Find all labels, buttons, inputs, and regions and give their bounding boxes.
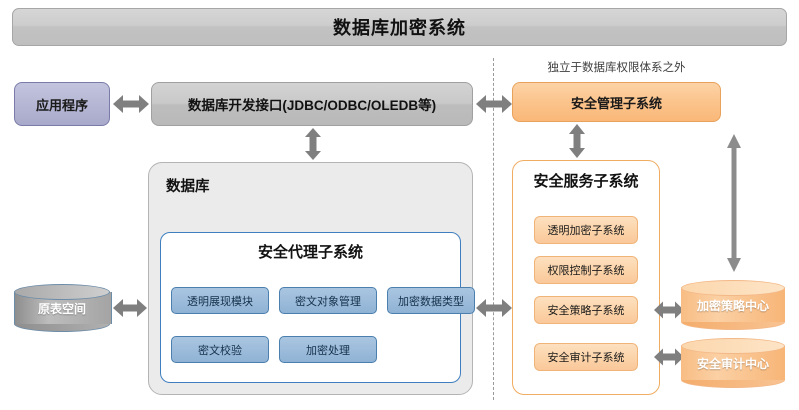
arrow-mgmt-to-centers: [724, 134, 744, 272]
database-label: 数据库: [166, 179, 210, 195]
arrow-api-to-security-mgmt: [476, 92, 512, 116]
domain-divider: [493, 58, 494, 400]
service-item-security-policy: 安全策略子系统: [534, 296, 638, 324]
arrow-audit-to-center: [654, 345, 684, 369]
service-item-transparent-encryption: 透明加密子系统: [534, 216, 638, 244]
agent-module-row-1: 透明展现模块 密文对象管理 加密数据类型: [171, 287, 475, 314]
arrow-tablespace-to-database: [113, 296, 147, 320]
tablespace-cylinder: 原表空间: [14, 284, 112, 332]
arrow-api-to-database: [303, 128, 323, 160]
encryption-policy-center-label: 加密策略中心: [696, 298, 769, 313]
module-ciphertext-object-mgmt: 密文对象管理: [279, 287, 377, 314]
security-management-box: 安全管理子系统: [512, 82, 721, 122]
arrow-mgmt-to-service: [567, 124, 587, 158]
cylinder-top: [681, 280, 785, 296]
security-audit-center-label: 安全审计中心: [696, 356, 769, 371]
encryption-policy-center-cylinder: 加密策略中心: [681, 280, 785, 330]
security-agent-title: 安全代理子系统: [257, 244, 363, 261]
module-encryption-process: 加密处理: [279, 336, 377, 363]
page-title: 数据库加密系统: [12, 8, 787, 46]
service-item-access-control: 权限控制子系统: [534, 256, 638, 284]
security-service-title: 安全服务子系统: [533, 173, 639, 190]
arrow-database-to-service: [476, 296, 512, 320]
module-transparent-display: 透明展现模块: [171, 287, 269, 314]
service-item-security-audit: 安全审计子系统: [534, 343, 638, 371]
application-box: 应用程序: [14, 82, 110, 126]
arrow-policy-to-center: [654, 298, 684, 322]
security-audit-center-cylinder: 安全审计中心: [681, 338, 785, 388]
independence-note: 独立于数据库权限体系之外: [547, 62, 686, 74]
cylinder-top: [14, 284, 110, 300]
arrow-app-to-api: [113, 92, 149, 116]
module-encrypted-datatype: 加密数据类型: [387, 287, 475, 314]
cylinder-top: [681, 338, 785, 354]
agent-module-row-2: 密文校验 加密处理: [171, 336, 377, 363]
db-interface-bar: 数据库开发接口(JDBC/ODBC/OLEDB等): [151, 82, 473, 126]
module-ciphertext-verify: 密文校验: [171, 336, 269, 363]
tablespace-label: 原表空间: [37, 301, 86, 316]
